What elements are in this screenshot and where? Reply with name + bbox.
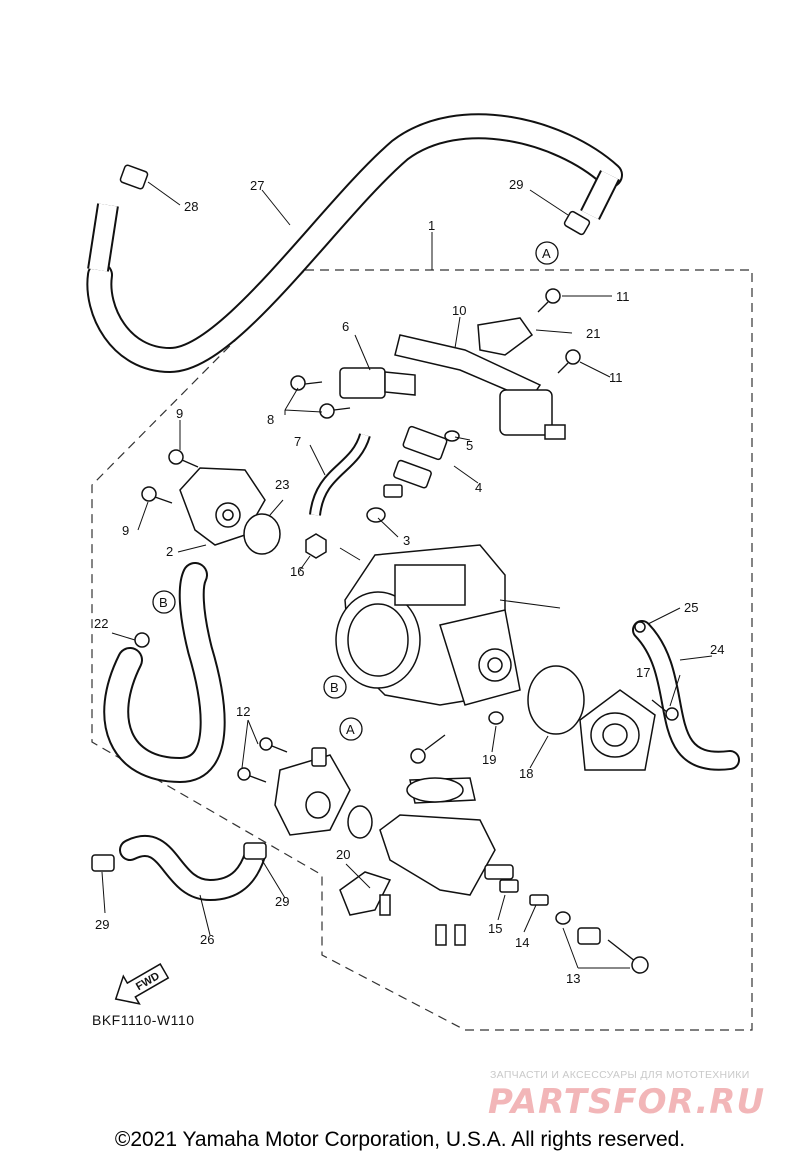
svg-text:B: B — [330, 680, 339, 695]
callout-23: 23 — [275, 477, 289, 492]
clip-25 — [634, 621, 646, 633]
callout-7: 7 — [294, 434, 301, 449]
clamp-29-left — [91, 854, 115, 872]
callout-26: 26 — [200, 932, 214, 947]
svg-text:B: B — [159, 595, 168, 610]
pin-14 — [529, 894, 549, 906]
screw-8-upper — [290, 375, 323, 391]
screw-9-lower — [141, 486, 173, 504]
callout-11-upper: 11 — [616, 289, 630, 304]
svg-text:A: A — [346, 722, 355, 737]
gasket-center — [406, 777, 464, 803]
ref-b-left: B — [152, 590, 176, 614]
callout-16: 16 — [290, 564, 304, 579]
diagram-code: BKF1110-W110 — [92, 1012, 195, 1028]
callout-5: 5 — [466, 438, 473, 453]
callout-20: 20 — [336, 847, 350, 862]
callout-14: 14 — [515, 935, 529, 950]
joint-12 — [274, 747, 351, 836]
screw-8-lower — [319, 403, 351, 419]
callout-9-upper: 9 — [176, 406, 183, 421]
sensor-2 — [179, 467, 266, 546]
screw-12-lower — [237, 767, 267, 783]
ref-a-bottom: A — [339, 717, 363, 741]
injector-4 — [383, 425, 448, 498]
throttle-body — [335, 544, 521, 706]
callout-9-lower: 9 — [122, 523, 129, 538]
watermark-logo: PARTSFOR.RU — [488, 1082, 766, 1122]
callout-29-top: 29 — [509, 177, 523, 192]
callout-8: 8 — [267, 412, 274, 427]
callout-25: 25 — [684, 600, 698, 615]
o-ring-23 — [243, 513, 281, 555]
screw-9-upper — [168, 449, 199, 468]
hose-27 — [86, 113, 623, 374]
svg-text:A: A — [542, 246, 551, 261]
screw-center — [410, 734, 446, 764]
callout-12: 12 — [236, 704, 250, 719]
connector-6 — [339, 367, 416, 399]
screws-lower — [379, 894, 466, 946]
callout-21: 21 — [586, 326, 600, 341]
spring-15 — [499, 879, 519, 893]
callout-29-right: 29 — [275, 894, 289, 909]
callout-4: 4 — [475, 480, 482, 495]
callout-19: 19 — [482, 752, 496, 767]
ref-b-center: B — [323, 675, 347, 699]
callout-24: 24 — [710, 642, 724, 657]
callout-17: 17 — [636, 665, 650, 680]
callout-6: 6 — [342, 319, 349, 334]
callout-3: 3 — [403, 533, 410, 548]
hose-22 — [103, 562, 226, 784]
clamp-29-upper — [563, 210, 591, 236]
clamp-28 — [119, 164, 149, 190]
ref-a-top: A — [535, 241, 559, 265]
callout-2: 2 — [166, 544, 173, 559]
bracket-10 — [394, 334, 566, 440]
plug-19 — [488, 711, 504, 725]
callout-13: 13 — [566, 971, 580, 986]
cover-17 — [579, 689, 656, 771]
seal-3 — [366, 507, 386, 523]
nut-16 — [305, 533, 327, 559]
callout-27: 27 — [250, 178, 264, 193]
callout-28: 28 — [184, 199, 198, 214]
o-ring-joint — [347, 805, 373, 839]
gasket-18 — [527, 665, 585, 735]
o-ring-5 — [444, 430, 460, 442]
callout-10: 10 — [452, 303, 466, 318]
callout-1: 1 — [428, 218, 435, 233]
callout-18: 18 — [519, 766, 533, 781]
clamp-22 — [134, 632, 150, 648]
idle-screw-13 — [555, 911, 649, 974]
callout-11-lower: 11 — [609, 370, 623, 385]
assembly-boundary — [91, 269, 753, 1031]
screw-17 — [651, 699, 679, 721]
leader-lines — [101, 181, 713, 969]
fwd-arrow: FWD — [114, 963, 170, 1005]
screw-12-upper — [259, 737, 288, 753]
screw-11-lower — [557, 349, 581, 374]
screw-11-upper — [537, 288, 561, 313]
callout-22: 22 — [94, 616, 108, 631]
hose-26 — [119, 835, 266, 902]
clamp-29-right — [243, 842, 267, 860]
watermark-tagline: ЗАПЧАСТИ И АКСЕССУАРЫ ДЛЯ МОТОТЕХНИКИ — [490, 1069, 750, 1081]
callout-29-left: 29 — [95, 917, 109, 932]
copyright-notice: ©2021 Yamaha Motor Corporation, U.S.A. A… — [114, 1128, 686, 1151]
clip-21 — [477, 317, 534, 356]
callout-15: 15 — [488, 921, 502, 936]
